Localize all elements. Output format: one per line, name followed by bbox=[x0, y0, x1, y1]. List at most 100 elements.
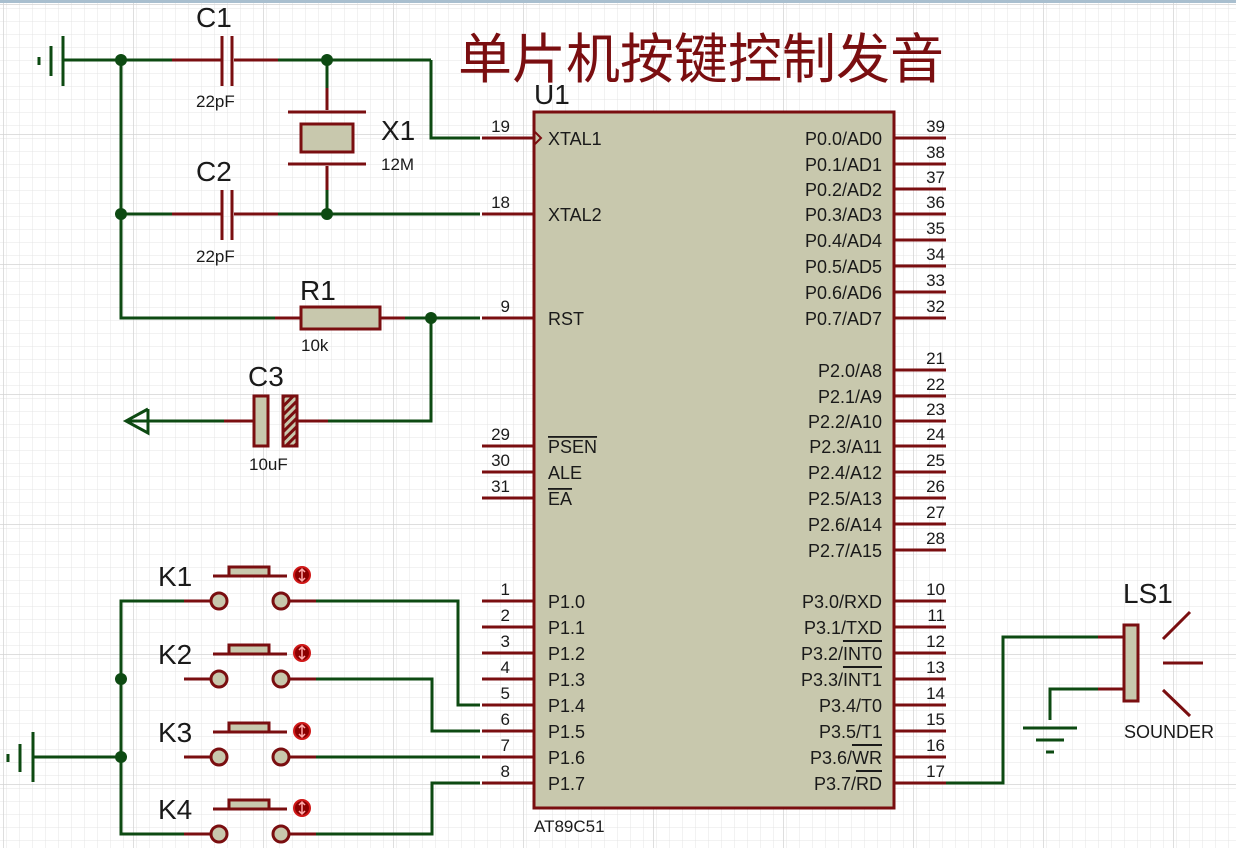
x1-value: 12M bbox=[381, 155, 414, 174]
pin-5[interactable]: 5P1.4 bbox=[482, 684, 585, 716]
key-state-indicator-icon[interactable] bbox=[293, 799, 311, 817]
pin-3[interactable]: 3P1.2 bbox=[482, 632, 585, 664]
pin-number: 33 bbox=[926, 271, 945, 290]
pin-4[interactable]: 4P1.3 bbox=[482, 658, 585, 690]
pin-number: 31 bbox=[491, 477, 510, 496]
pin-number: 23 bbox=[926, 400, 945, 419]
pin-1[interactable]: 1P1.0 bbox=[482, 580, 585, 612]
key-state-indicator-icon[interactable] bbox=[293, 566, 311, 584]
pin-label: P1.4 bbox=[548, 696, 585, 716]
pin-number: 15 bbox=[926, 710, 945, 729]
pin-label: P3.0/RXD bbox=[802, 592, 882, 612]
pin-label: P2.0/A8 bbox=[818, 361, 882, 381]
wire-k1-p14[interactable] bbox=[316, 599, 480, 707]
key-ref: K4 bbox=[158, 794, 192, 825]
junction bbox=[115, 54, 127, 66]
sounder-ls1[interactable] bbox=[1122, 610, 1203, 718]
pin-number: 9 bbox=[501, 297, 510, 316]
pin-label: RST bbox=[548, 309, 584, 329]
c3-ref: C3 bbox=[248, 361, 284, 392]
pin-8[interactable]: 8P1.7 bbox=[482, 762, 585, 794]
pin-number: 29 bbox=[491, 425, 510, 444]
schematic-title: 单片机按键控制发音 bbox=[458, 28, 944, 91]
capacitor-c2[interactable] bbox=[220, 190, 234, 240]
pin-number: 34 bbox=[926, 245, 945, 264]
key-ref: K3 bbox=[158, 717, 192, 748]
pin-number: 13 bbox=[926, 658, 945, 677]
x1-ref: X1 bbox=[381, 115, 415, 146]
pin-label: P2.5/A13 bbox=[808, 489, 882, 509]
push-button-k2[interactable]: K2 bbox=[158, 639, 316, 689]
pin-number: 38 bbox=[926, 143, 945, 162]
push-button-k4[interactable]: K4 bbox=[158, 794, 316, 844]
junction bbox=[115, 208, 127, 220]
push-button-k1[interactable]: K1 bbox=[158, 561, 316, 611]
pin-7[interactable]: 7P1.6 bbox=[482, 736, 585, 768]
pin-label: P3.5/T1 bbox=[819, 722, 882, 742]
capacitor-c3[interactable] bbox=[252, 394, 299, 448]
junction bbox=[115, 673, 127, 685]
pin-label: P2.2/A10 bbox=[808, 412, 882, 432]
wire-key-bus[interactable] bbox=[119, 599, 184, 836]
pin-number: 11 bbox=[927, 606, 945, 625]
pin-number: 37 bbox=[926, 168, 945, 187]
wire-k4-p17[interactable] bbox=[316, 781, 480, 836]
pin-6[interactable]: 6P1.5 bbox=[482, 710, 585, 742]
pin-number: 27 bbox=[926, 503, 945, 522]
power-terminal-arrow[interactable] bbox=[122, 407, 150, 436]
pin-number: 30 bbox=[491, 451, 510, 470]
pin-label: P3.6/WR bbox=[810, 748, 882, 768]
microcontroller-u1[interactable] bbox=[532, 110, 896, 810]
c1-ref: C1 bbox=[196, 2, 232, 33]
pin-label: P2.4/A12 bbox=[808, 463, 882, 483]
pin-number: 16 bbox=[926, 736, 945, 755]
ls1-value: SOUNDER bbox=[1124, 722, 1214, 742]
capacitor-c1[interactable] bbox=[220, 36, 234, 86]
key-state-indicator-icon[interactable] bbox=[293, 644, 311, 662]
pin-number: 4 bbox=[501, 658, 510, 677]
c3-value: 10uF bbox=[249, 455, 288, 474]
c2-value: 22pF bbox=[196, 247, 235, 266]
wire-p37-sounder[interactable] bbox=[946, 635, 1098, 785]
key-state-indicator-icon[interactable] bbox=[293, 722, 311, 740]
c1-value: 22pF bbox=[196, 92, 235, 111]
push-button-k3[interactable]: K3 bbox=[158, 717, 316, 767]
resistor-r1[interactable] bbox=[299, 305, 382, 331]
wire-gnd-bus[interactable] bbox=[119, 60, 275, 320]
pin-2[interactable]: 2P1.1 bbox=[482, 606, 585, 638]
wire-k2-p15[interactable] bbox=[316, 677, 480, 733]
pin-number: 5 bbox=[501, 684, 510, 703]
pin-label: P2.3/A11 bbox=[809, 437, 882, 457]
